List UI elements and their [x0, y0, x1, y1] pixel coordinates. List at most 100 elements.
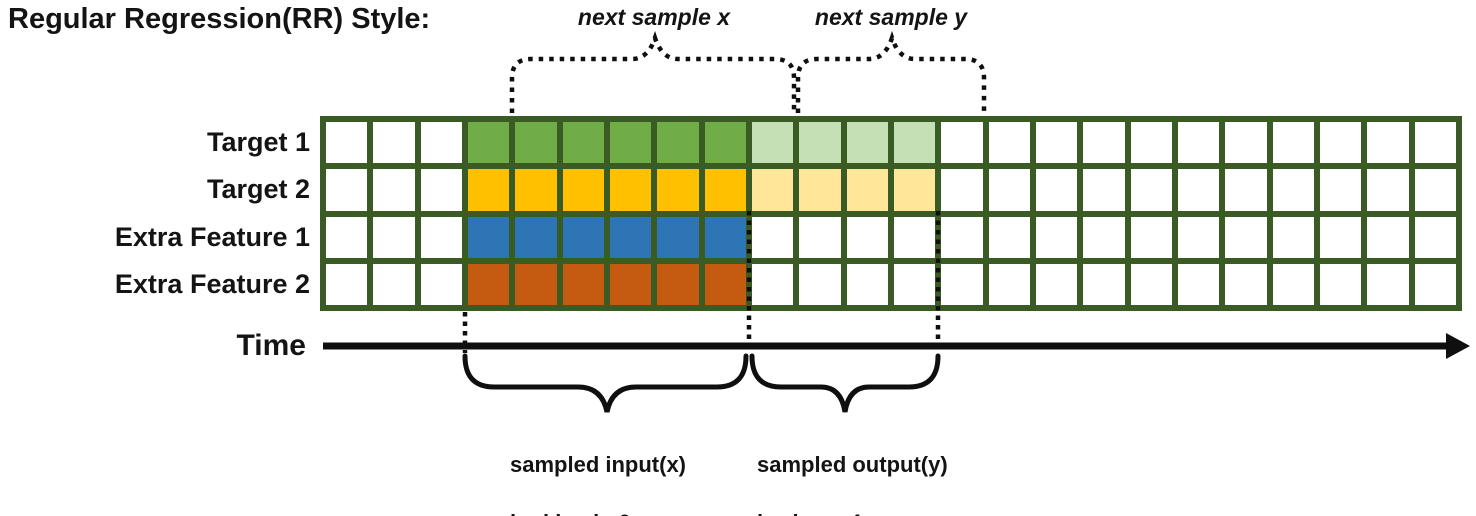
grid-cell: [1319, 122, 1362, 164]
grid-cell: [1035, 216, 1078, 258]
grid-cell: [515, 263, 557, 305]
grid-cell: [751, 122, 794, 164]
row-label-target-2: Target 2: [206, 174, 310, 204]
grid-cell: [1367, 263, 1409, 305]
grid-cell: [373, 122, 415, 164]
grid-cell: [799, 216, 841, 258]
grid-cell: [846, 216, 888, 258]
sampled-output-caption: sampled output(y) horizon=4 output_featu…: [757, 421, 995, 516]
grid-cell: [467, 169, 510, 211]
next-sample-x-label: next sample x: [577, 4, 731, 30]
grid-cell: [657, 216, 699, 258]
grid-cell: [1035, 263, 1078, 305]
grid-cell: [420, 169, 462, 211]
grid-cell: [1225, 169, 1267, 211]
sampled-output-line2: horizon=4: [757, 508, 995, 516]
grid-cell: [609, 169, 652, 211]
grid-cell: [751, 263, 794, 305]
grid-cell: [799, 263, 841, 305]
grid-cell: [1225, 216, 1267, 258]
sampled-input-line2: lookback=6: [510, 508, 733, 516]
next-sample-x-brace: [509, 30, 797, 113]
grid-cell: [420, 122, 462, 164]
grid-cell: [751, 169, 794, 211]
grid-cell: [1177, 216, 1220, 258]
grid-cell: [1035, 122, 1078, 164]
grid-cell: [704, 216, 746, 258]
grid-cell: [420, 263, 462, 305]
next-sample-y-brace: [795, 30, 987, 113]
grid-cell: [1177, 169, 1220, 211]
next-sample-y-label: next sample y: [814, 4, 968, 30]
sampled-output-line1: sampled output(y): [757, 452, 948, 477]
grid-cell: [893, 216, 936, 258]
grid-cell: [373, 263, 415, 305]
grid-cell: [467, 122, 510, 164]
grid-cell: [1319, 263, 1362, 305]
grid-cell: [1035, 169, 1078, 211]
grid-cell: [751, 216, 794, 258]
time-axis-label: Time: [236, 329, 306, 362]
grid-cell: [515, 122, 557, 164]
grid-cell: [704, 169, 746, 211]
grid-cell: [420, 216, 462, 258]
grid-cell: [1414, 263, 1456, 305]
grid-cell: [799, 169, 841, 211]
sampled-input-brace: [462, 353, 749, 413]
grid-cell: [799, 122, 841, 164]
grid-cell: [1367, 122, 1409, 164]
grid-cell: [1083, 216, 1125, 258]
grid-cell: [988, 169, 1030, 211]
grid-cell: [326, 169, 368, 211]
grid-cell: [1130, 169, 1172, 211]
grid-cell: [704, 122, 746, 164]
grid-cell: [1319, 169, 1362, 211]
grid-cell: [1414, 169, 1456, 211]
grid-cell: [1130, 216, 1172, 258]
grid-cell: [1225, 122, 1267, 164]
grid-cell: [893, 169, 936, 211]
grid-cell: [1272, 216, 1314, 258]
sampled-output-brace: [749, 353, 941, 413]
grid-cell: [704, 263, 746, 305]
grid-cell: [609, 122, 652, 164]
sample-grid: [320, 116, 1462, 311]
grid-cell: [1272, 263, 1314, 305]
grid-cell: [1272, 122, 1314, 164]
row-label-extra-feature-1: Extra Feature 1: [114, 222, 310, 252]
grid-cell: [1130, 263, 1172, 305]
grid-cell: [326, 122, 368, 164]
grid-cell: [1414, 216, 1456, 258]
grid-cell: [1130, 122, 1172, 164]
grid-cell: [1083, 169, 1125, 211]
grid-cell: [1414, 122, 1456, 164]
row-label-target-1: Target 1: [206, 127, 310, 157]
grid-cell: [467, 263, 510, 305]
grid-cell: [1367, 169, 1409, 211]
grid-cell: [562, 263, 604, 305]
grid-cell: [1177, 263, 1220, 305]
row-label-extra-feature-2: Extra Feature 2: [114, 269, 310, 299]
grid-cell: [846, 122, 888, 164]
grid-cell: [515, 169, 557, 211]
grid-cell: [609, 216, 652, 258]
sampled-input-line1: sampled input(x): [510, 452, 687, 477]
grid-cell: [1083, 263, 1125, 305]
grid-cell: [657, 122, 699, 164]
grid-cell: [1272, 169, 1314, 211]
grid-cell: [846, 263, 888, 305]
grid-cell: [893, 263, 936, 305]
grid-cell: [1225, 263, 1267, 305]
grid-cell: [988, 263, 1030, 305]
grid-cell: [326, 263, 368, 305]
grid-cell: [373, 169, 415, 211]
grid-cell: [562, 122, 604, 164]
diagram-title: Regular Regression(RR) Style:: [8, 3, 431, 35]
grid-cell: [326, 216, 368, 258]
grid-cell: [941, 122, 983, 164]
grid-cell: [941, 263, 983, 305]
grid-cell: [467, 216, 510, 258]
grid-cell: [846, 169, 888, 211]
grid-cell: [1083, 122, 1125, 164]
